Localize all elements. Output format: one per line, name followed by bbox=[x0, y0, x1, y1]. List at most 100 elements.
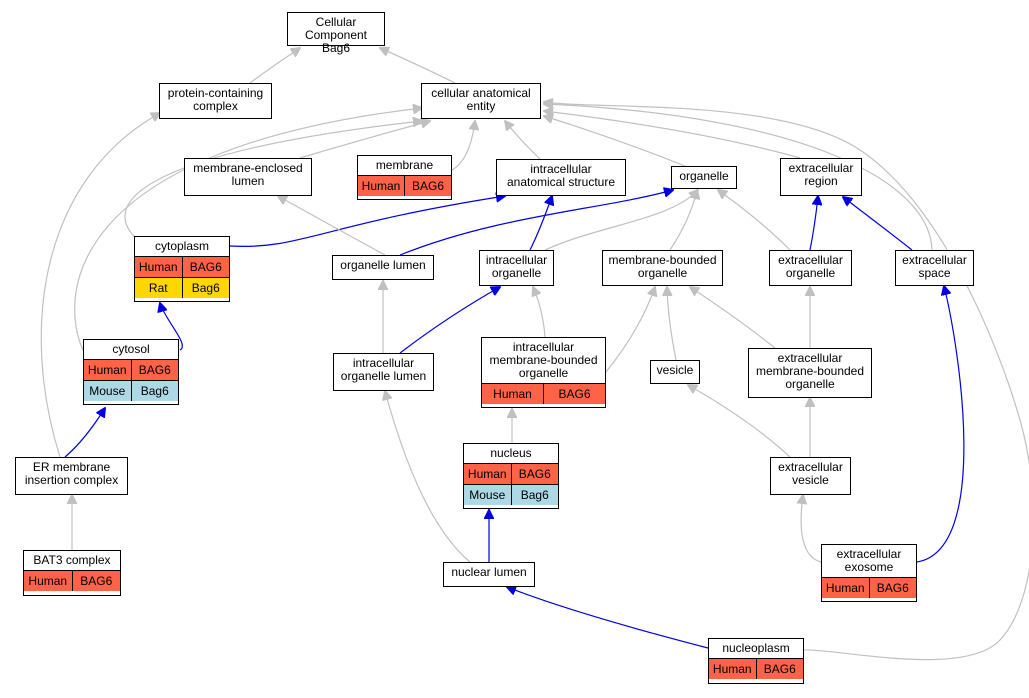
node-label: intracellular membrane-bounded organelle bbox=[489, 340, 598, 380]
edge-extracellular-space-to-extracellular-region bbox=[843, 197, 913, 251]
node-label: BAT3 complex bbox=[33, 553, 111, 567]
node-label: cytosol bbox=[112, 342, 150, 356]
edge-cytoplasm-to-intracellular-anatomical-structure bbox=[229, 196, 505, 248]
edge-membrane-bounded-organelle-to-organelle bbox=[669, 190, 697, 251]
node-intracellular-organelle-lumen[interactable]: intracellular organelle lumen bbox=[333, 353, 434, 391]
node-intracellular-membrane-bounded-organelle[interactable]: intracellular membrane-bounded organelle… bbox=[481, 337, 606, 408]
node-er-membrane-insertion-complex[interactable]: ER membrane insertion complex bbox=[15, 457, 128, 495]
annotation-gene: BAG6 bbox=[181, 257, 230, 277]
edge-intracellular-organelle-lumen-to-intracellular-organelle bbox=[399, 287, 500, 354]
annotation-gene: Bag6 bbox=[181, 278, 230, 298]
node-membrane-enclosed-lumen[interactable]: membrane-enclosed lumen bbox=[184, 158, 312, 196]
annotation-gene: BAG6 bbox=[755, 659, 804, 679]
node-protein-containing-complex[interactable]: protein-containing complex bbox=[159, 83, 272, 119]
node-nuclear-lumen[interactable]: nuclear lumen bbox=[443, 562, 535, 587]
edge-extracellular-region-to-cellular-anatomical-entity bbox=[544, 111, 801, 159]
node-label: extracellular membrane-bounded organelle bbox=[755, 351, 865, 391]
edge-nucleoplasm-to-cellular-anatomical-entity bbox=[544, 102, 1029, 661]
annotation-gene: BAG6 bbox=[71, 571, 121, 591]
edge-extracellular-organelle-to-organelle bbox=[718, 190, 791, 251]
node-membrane-bounded-organelle[interactable]: membrane-bounded organelle bbox=[602, 250, 723, 286]
node-label: intracellular organelle bbox=[485, 253, 548, 280]
annotation-gene: BAG6 bbox=[510, 464, 559, 484]
node-label: nucleoplasm bbox=[722, 641, 790, 655]
node-label: membrane bbox=[375, 158, 434, 172]
edge-protein-containing-complex-to-cc-bag6 bbox=[249, 48, 300, 84]
edge-extracellular-space-to-cellular-anatomical-entity bbox=[544, 104, 933, 251]
annotation-species: Human bbox=[138, 259, 178, 274]
node-label: nuclear lumen bbox=[451, 565, 527, 579]
annotation-gene: BAG6 bbox=[543, 384, 605, 404]
node-label: ER membrane insertion complex bbox=[24, 460, 119, 487]
node-label: vesicle bbox=[656, 363, 694, 377]
node-label: cytoplasm bbox=[154, 239, 210, 253]
edge-cytosol-to-cytoplasm bbox=[160, 303, 183, 351]
annotation-species: Human bbox=[28, 573, 68, 588]
edge-cytosol-to-cellular-anatomical-entity bbox=[74, 108, 422, 351]
node-label: organelle bbox=[679, 169, 729, 183]
edge-er-membrane-insertion-complex-to-cytosol bbox=[64, 408, 105, 458]
edge-organelle-lumen-to-membrane-enclosed-lumen bbox=[278, 196, 386, 256]
annotation-species: Human bbox=[493, 386, 532, 401]
edge-extracellular-exosome-to-extracellular-space bbox=[916, 286, 965, 563]
edge-er-membrane-insertion-complex-to-protein-containing-complex bbox=[40, 113, 160, 458]
node-label: protein-containing complex bbox=[167, 86, 264, 113]
node-label: intracellular organelle lumen bbox=[340, 356, 427, 383]
node-extracellular-region[interactable]: extracellular region bbox=[780, 158, 862, 196]
node-vesicle[interactable]: vesicle bbox=[650, 360, 700, 384]
edge-cytoplasm-to-cellular-anatomical-entity bbox=[124, 121, 422, 243]
node-label: extracellular space bbox=[902, 253, 967, 280]
node-extracellular-membrane-bounded-organelle[interactable]: extracellular membrane-bounded organelle bbox=[748, 348, 872, 398]
node-organelle-lumen[interactable]: organelle lumen bbox=[332, 255, 434, 280]
annotation-row: Rat Bag6 bbox=[135, 277, 229, 298]
node-intracellular-organelle[interactable]: intracellular organelle bbox=[479, 250, 554, 286]
annotation-gene: BAG6 bbox=[868, 578, 917, 598]
annotation-species: Human bbox=[712, 661, 752, 676]
node-label: extracellular organelle bbox=[778, 253, 843, 280]
edge-nuclear-lumen-to-intracellular-organelle-lumen bbox=[385, 391, 471, 563]
annotation-species: Mouse bbox=[89, 383, 126, 398]
edge-membrane-to-cellular-anatomical-entity bbox=[451, 121, 475, 171]
node-label: extracellular region bbox=[788, 161, 854, 188]
edge-membrane-enclosed-lumen-to-cellular-anatomical-entity bbox=[299, 121, 430, 159]
annotation-species: Human bbox=[467, 466, 507, 481]
node-cellular-anatomical-entity[interactable]: cellular anatomical entity bbox=[421, 83, 541, 119]
node-extracellular-vesicle[interactable]: extracellular vesicle bbox=[770, 457, 851, 495]
edge-intracellular-membrane-bounded-organelle-to-intracellular-organelle bbox=[533, 287, 546, 338]
node-label: membrane-bounded organelle bbox=[608, 253, 717, 280]
node-label: membrane-enclosed lumen bbox=[193, 161, 303, 188]
node-cellular-component-bag6[interactable]: Cellular Component Bag6 bbox=[287, 12, 385, 55]
annotation-gene: BAG6 bbox=[130, 360, 179, 380]
annotation-gene: BAG6 bbox=[404, 176, 451, 196]
edge-organelle-to-cellular-anatomical-entity bbox=[544, 116, 686, 167]
annotation-species: Rat bbox=[148, 280, 168, 295]
annotation-gene: Bag6 bbox=[510, 485, 559, 505]
node-extracellular-organelle[interactable]: extracellular organelle bbox=[769, 250, 852, 286]
edge-intracellular-organelle-to-organelle bbox=[544, 190, 698, 251]
annotation-species: Human bbox=[361, 178, 401, 193]
annotation-species: Human bbox=[87, 362, 127, 377]
edge-vesicle-to-membrane-bounded-organelle bbox=[667, 287, 677, 361]
node-extracellular-space[interactable]: extracellular space bbox=[895, 250, 974, 286]
node-label: Cellular Component Bag6 bbox=[304, 15, 368, 55]
node-label: nucleus bbox=[490, 446, 532, 460]
node-label: intracellular anatomical structure bbox=[506, 162, 616, 189]
edge-cellular-anatomical-entity-to-cc-bag6 bbox=[380, 48, 456, 84]
edge-extracellular-vesicle-to-vesicle bbox=[688, 385, 791, 458]
node-organelle[interactable]: organelle bbox=[671, 166, 737, 189]
node-intracellular-anatomical-structure[interactable]: intracellular anatomical structure bbox=[496, 159, 626, 196]
node-label: organelle lumen bbox=[340, 258, 426, 272]
